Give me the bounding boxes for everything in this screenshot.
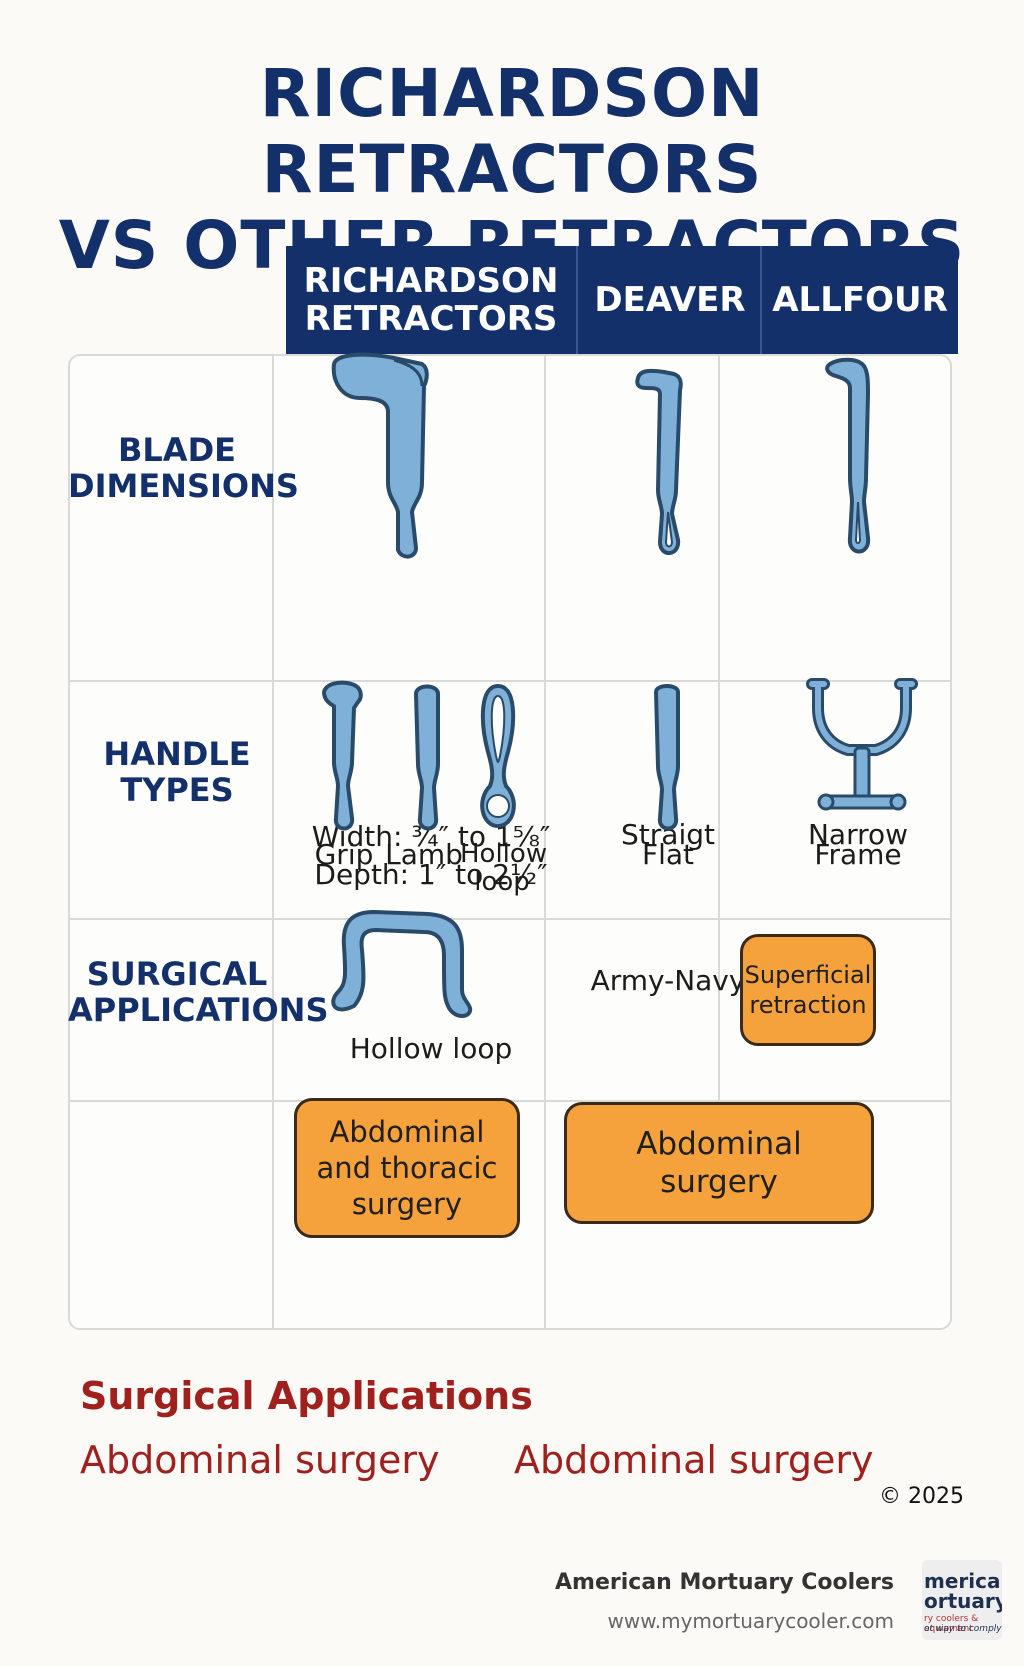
deaver-blade-icon — [635, 368, 683, 555]
badge-line: and thoracic — [316, 1151, 498, 1185]
row-label-line: HANDLE — [103, 735, 251, 773]
badge-line: Superficial — [744, 961, 872, 989]
surgical-applications-right: Abdominal surgery — [514, 1438, 874, 1482]
column-header-allfour: ALLFOUR — [760, 246, 958, 354]
hollow-loop-handle-caption: Hollow loop — [460, 839, 548, 897]
allfour-blade-caption: Narrow — [807, 818, 909, 851]
row-label-blade-dimensions: BLADE DIMENSIONS — [68, 431, 299, 505]
other-surgery-badge: Abdominal surgery — [564, 1102, 874, 1224]
column-divider — [272, 356, 274, 1328]
logo-text: ry coolers & equipment — [924, 1614, 979, 1634]
row-divider — [70, 918, 950, 920]
row-label-line: DIMENSIONS — [68, 467, 299, 505]
badge-line: Abdominal — [636, 1126, 802, 1162]
badge-line: Abdominal — [329, 1115, 485, 1149]
frame-handle-icon — [806, 678, 918, 811]
frame-handle-caption: Frame — [814, 838, 902, 871]
surgical-applications-heading: Surgical Applications — [80, 1374, 533, 1418]
applications-richardson-caption: Hollow loop — [349, 1032, 513, 1065]
brand-block: American Mortuary Coolers www.mymortuary… — [555, 1568, 894, 1636]
applications-deaver-caption: Army-Navy — [590, 964, 746, 997]
richardson-blade-icon — [331, 352, 429, 559]
logo-text: ortuary — [924, 1589, 1002, 1613]
lamb-handle-caption: Lamb — [385, 838, 463, 871]
superficial-retraction-badge: Superficial retraction — [740, 934, 876, 1046]
badge-line: surgery — [351, 1187, 463, 1221]
copyright-notice: © 2025 — [879, 1484, 964, 1509]
column-divider — [718, 356, 720, 1102]
hollow-loop-retractor-icon — [331, 910, 473, 1018]
row-label-line: APPLICATIONS — [68, 991, 329, 1029]
row-divider — [70, 680, 950, 682]
hollow-loop-caption-line: Hollow — [460, 839, 548, 869]
logo-text: ot way to comply — [924, 1624, 1002, 1634]
badge-line: surgery — [660, 1164, 778, 1200]
row-label-handle-types: HANDLE TYPES — [68, 736, 286, 808]
badge-line: retraction — [749, 991, 867, 1019]
row-label-line: BLADE — [118, 431, 236, 469]
richardson-blade-depth: Depth: 1″ to 2½″ — [314, 858, 548, 891]
flat-handle-caption: Flat — [641, 838, 695, 871]
column-header-richardson-line2: RETRACTORS — [304, 299, 558, 339]
row-label-line: SURGICAL — [86, 955, 268, 993]
logo-text: merican — [924, 1569, 1002, 1593]
column-header-deaver-label: DEAVER — [594, 280, 746, 320]
column-divider — [544, 356, 546, 1328]
row-label-surgical-applications: SURGICAL APPLICATIONS — [68, 955, 329, 1029]
row-label-line: TYPES — [120, 771, 234, 809]
hollow-loop-caption-line: loop — [474, 867, 530, 897]
column-header-deaver: DEAVER — [576, 246, 762, 354]
grip-handle-caption: Grip — [314, 838, 374, 871]
column-header-richardson: RICHARDSON RETRACTORS — [286, 246, 576, 354]
flat-handle-icon — [654, 684, 680, 831]
lamb-handle-icon — [414, 684, 440, 831]
column-header-allfour-label: ALLFOUR — [772, 280, 948, 320]
surgical-applications-left: Abdominal surgery — [80, 1438, 440, 1482]
column-header-richardson-line1: RICHARDSON — [303, 261, 559, 301]
allfour-blade-icon — [825, 357, 871, 554]
hollow-loop-handle-icon — [480, 684, 516, 828]
company-logo: merican ortuary ry coolers & equipment o… — [922, 1560, 1002, 1640]
richardson-surgery-badge: Abdominal and thoracic surgery — [294, 1098, 520, 1238]
title-line-1: RICHARDSON RETRACTORS — [259, 55, 765, 208]
company-url[interactable]: www.mymortuarycooler.com — [607, 1609, 894, 1633]
comparison-table: RICHARDSON RETRACTORS DEAVER ALLFOUR BLA… — [68, 246, 958, 1332]
grip-handle-icon — [322, 680, 363, 831]
company-name: American Mortuary Coolers — [555, 1570, 894, 1595]
